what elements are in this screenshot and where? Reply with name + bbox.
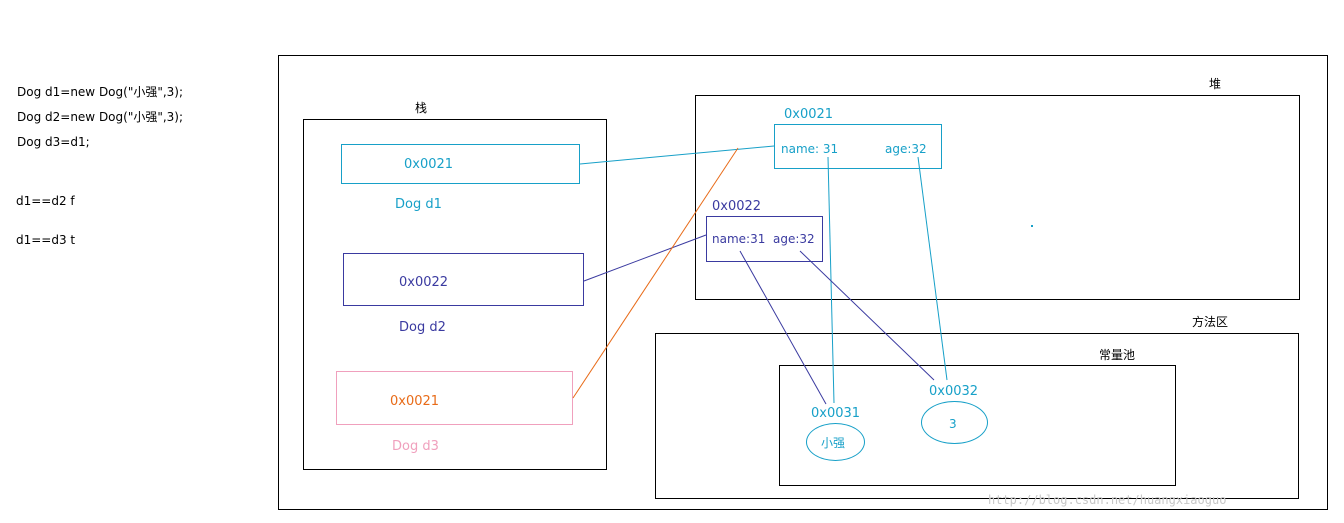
pool-num-value: 3: [949, 417, 957, 431]
heap-obj1-box: [774, 124, 942, 169]
stack-d1-box: [341, 144, 580, 184]
pool-str-address: 0x0031: [811, 406, 861, 421]
constant-pool-title: 常量池: [1099, 348, 1136, 362]
heap-obj1-address: 0x0021: [784, 107, 834, 122]
stack-d1-label: Dog d1: [395, 197, 442, 212]
pool-num-ellipse: [921, 401, 988, 444]
heap-obj1-age-field: age:32: [885, 142, 927, 156]
method-area-title: 方法区: [1192, 315, 1229, 329]
code-line-3: Dog d3=d1;: [17, 135, 90, 149]
stack-d2-label: Dog d2: [399, 320, 446, 335]
stack-d1-address: 0x0021: [404, 157, 454, 172]
code-line-2: Dog d2=new Dog("小强",3);: [17, 110, 184, 124]
method-area-region: [655, 333, 1299, 499]
watermark: http://blog.csdn.net/huangxiaoguo: [988, 493, 1227, 507]
heap-obj2-name-field: name:31: [712, 232, 766, 246]
stack-d3-address: 0x0021: [390, 394, 440, 409]
memory-frame: [278, 55, 1328, 510]
constant-pool-region: [779, 365, 1176, 486]
heap-obj2-address: 0x0022: [712, 199, 762, 214]
pool-num-address: 0x0032: [929, 384, 979, 399]
stack-d3-box: [336, 371, 573, 425]
stack-title: 栈: [415, 101, 428, 115]
stack-d2-address: 0x0022: [399, 275, 449, 290]
heap-obj1-name-field: name: 31: [781, 142, 839, 156]
heap-obj2-age-field: age:32: [773, 232, 815, 246]
pool-str-value: 小强: [821, 436, 846, 450]
stack-d3-label: Dog d3: [392, 439, 439, 454]
heap-title: 堆: [1209, 77, 1222, 91]
heap-dot: [1031, 225, 1033, 227]
code-line-1: Dog d1=new Dog("小强",3);: [17, 85, 184, 99]
stack-d2-box: [343, 253, 584, 306]
pool-str-ellipse: [806, 423, 865, 461]
comparison-d1-d2: d1==d2 f: [16, 194, 75, 208]
comparison-d1-d3: d1==d3 t: [16, 233, 76, 247]
